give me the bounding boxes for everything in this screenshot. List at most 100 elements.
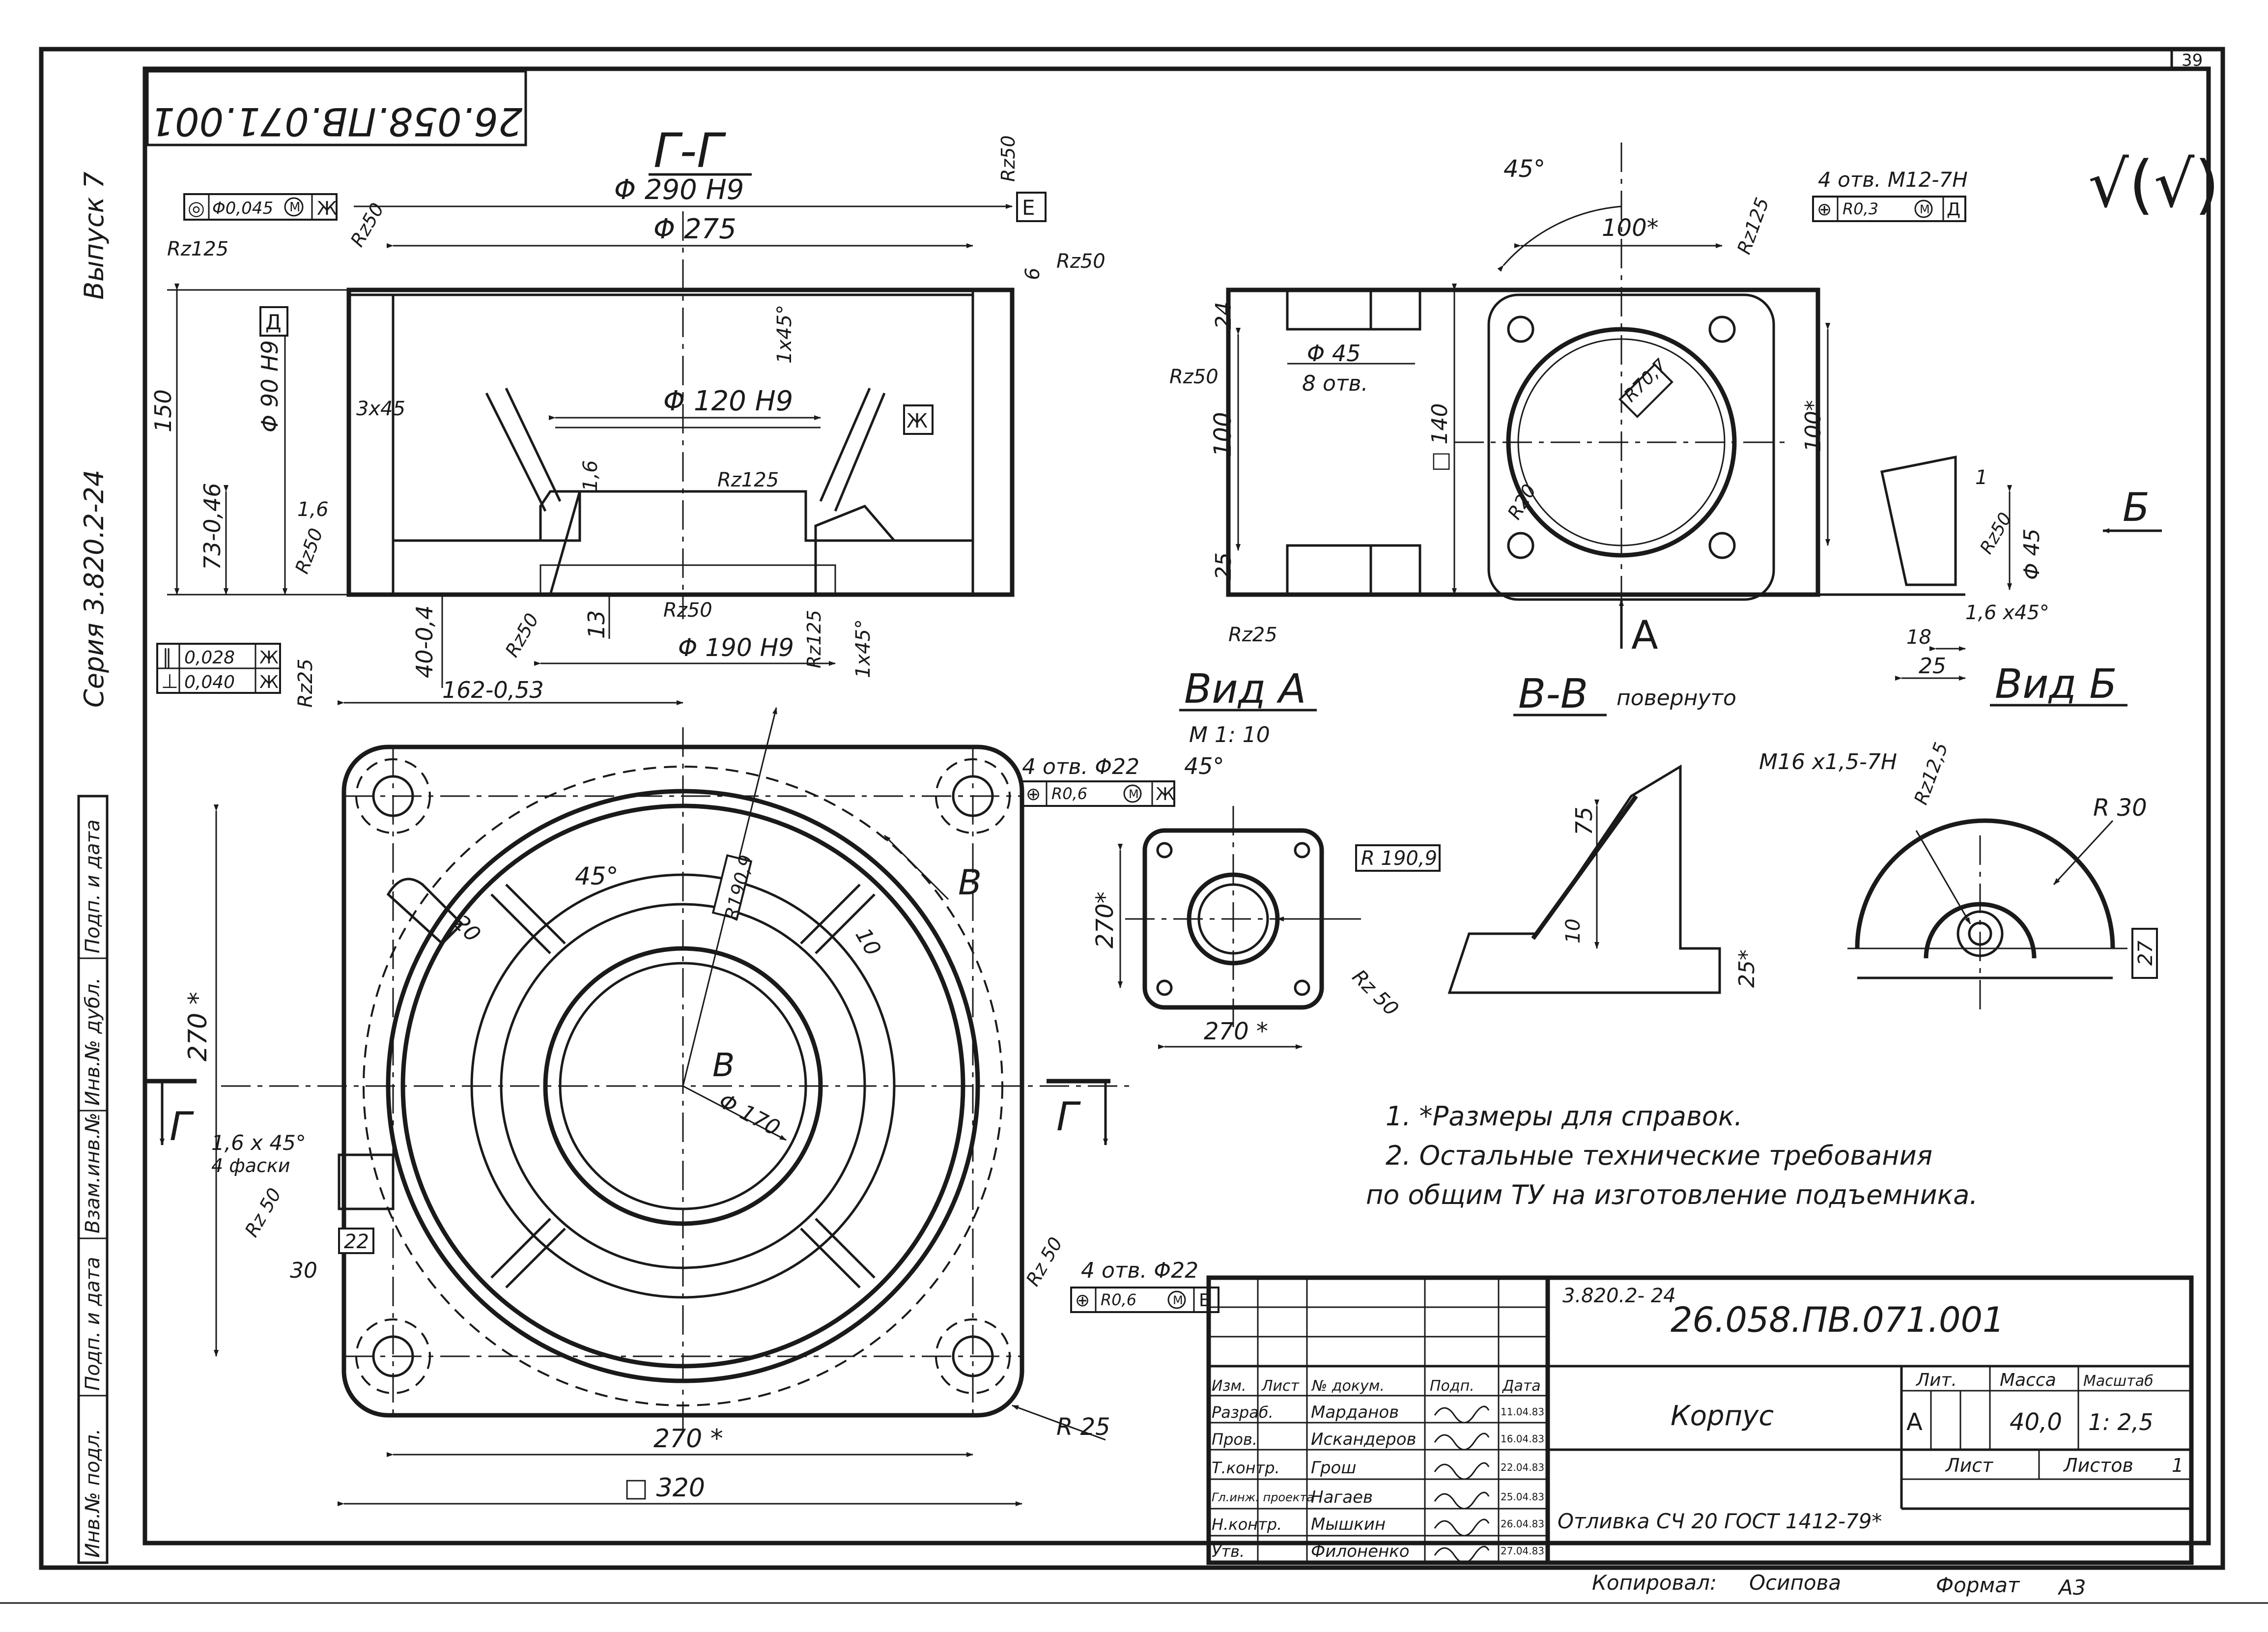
plan-view: R190,9 Φ 170 45° 20 10 В В Г Г 270 * 270… [145, 707, 1219, 1506]
gg-dim73: 73-0,46 [199, 483, 226, 570]
gg-d190: Φ 190 H9 [678, 633, 794, 662]
plan-tol-m: M [1173, 1293, 1183, 1307]
plan-r25: R 25 [1056, 1413, 1110, 1441]
gg-rz125b: Rz125 [717, 469, 779, 491]
tb-date-5: 26.04.83 [1501, 1518, 1544, 1530]
gg-chamfer-3x45: 3x45 [356, 398, 405, 420]
margin-field-1: Подп. и дата [82, 820, 104, 953]
boss-detail: М16 x1,5-7Н Rz12,5 R 30 27 [1759, 740, 2158, 1012]
title-block: 3.820.2- 24 26.058.ПВ.071.001 Корпус Отл… [1206, 1275, 2194, 1600]
rib-dim10: 10 [1562, 918, 1585, 944]
bb-dim100a: 100* [1602, 214, 1659, 242]
gg-dim162: 162-0,53 [442, 677, 544, 703]
tb-scale-label: Масштаб [2083, 1373, 2154, 1390]
plan-angle: 45° [575, 862, 619, 890]
tb-name-4: Нагаев [1311, 1488, 1373, 1507]
roughness-mark: √(√) [2088, 147, 2219, 222]
rib-detail: 75 10 25* [1447, 764, 1759, 994]
plan-tol-value: R0,6 [1101, 1290, 1136, 1309]
boss-dim27: 27 [2134, 941, 2157, 966]
bb-tol-m: M [1920, 202, 1930, 216]
tb-name-3: Грош [1311, 1458, 1356, 1478]
bb-dim140: □ 140 [1427, 403, 1452, 472]
gg-datum-e: Е [1022, 196, 1035, 220]
tb-format-label: Формат [1936, 1573, 2020, 1597]
plan-dim22: 22 [344, 1231, 369, 1253]
tb-header-sign: Подп. [1430, 1377, 1474, 1395]
note-1: 1. *Размеры для справок. [1386, 1101, 1743, 1132]
left-margin: Серия 3.820.2-24 Выпуск 7 Подп. и дата И… [77, 172, 110, 1564]
gg-chamfer-1x45b: 1x45° [852, 619, 875, 678]
page-number: 39 [2182, 51, 2203, 70]
gg-tol-base-1: Ж [259, 648, 279, 668]
margin-field-3: Взам.инв.№ [82, 1113, 104, 1233]
note-3: по общим ТУ на изготовление подъемника. [1366, 1179, 1978, 1210]
note-2: 2. Остальные технические требования [1386, 1140, 1932, 1171]
bb-angle: 45° [1503, 155, 1545, 183]
tb-role-4: Гл.инж. проекта [1212, 1490, 1314, 1504]
gg-rz125c: Rz125 [803, 610, 825, 668]
gg-dim40: 40-0,4 [411, 605, 438, 678]
gg-rz50c: Rz50 [291, 525, 327, 576]
tb-name-6: Филоненко [1311, 1542, 1410, 1561]
gg-rz50d: Rz50 [663, 599, 712, 622]
view-a-title: Вид А [1184, 666, 1306, 713]
view-b-dim18: 18 [1906, 626, 1931, 649]
top-designation-box: 26.058.ПВ.071.001 [146, 70, 527, 146]
tb-sheets: 1 [2172, 1455, 2183, 1476]
gg-r16a: 1,6 [297, 498, 329, 521]
bb-dim25: 25 [1211, 552, 1236, 580]
rib-dim75: 75 [1571, 806, 1597, 835]
tb-header-izm: Изм. [1212, 1377, 1247, 1395]
gg-rz25: Rz25 [294, 659, 317, 708]
tb-role-5: Н.контр. [1212, 1515, 1282, 1534]
bb-rz125: Rz125 [1733, 195, 1773, 257]
tb-mass: 40,0 [2010, 1408, 2062, 1436]
view-a-dim270h: 270 * [1204, 1018, 1268, 1045]
gg-perp-symbol: ⊥ [161, 670, 178, 693]
series-label: Серия 3.820.2-24 [79, 470, 110, 708]
gg-datum-d: Д [265, 310, 282, 334]
bb-d45: Φ 45 [1307, 340, 1361, 367]
gg-tol-value: Φ0,045 [212, 199, 273, 218]
bb-subtitle: повернуто [1616, 686, 1736, 711]
tb-role-3: Т.контр. [1212, 1459, 1280, 1477]
gg-tol-base: Ж [317, 198, 337, 219]
gg-dim150: 150 [150, 389, 176, 432]
tb-sheets-label: Листов [2063, 1455, 2133, 1476]
rib-dim25: 25* [1734, 949, 1759, 988]
gg-tol-m: M [289, 200, 300, 215]
bb-tol-value: R0,3 [1843, 200, 1878, 218]
plan-tol-symbol: ⊕ [1075, 1290, 1090, 1311]
notes: 1. *Размеры для справок. 2. Остальные те… [1366, 1101, 1978, 1210]
tb-lit: А [1906, 1408, 1923, 1436]
sheet-frame [0, 47, 2268, 1604]
view-a: Вид А М 1: 10 4 отв. Φ22 ⊕ R0,6 M Ж 45° … [1021, 666, 1441, 1049]
boss-r30: R 30 [2093, 794, 2147, 822]
view-a-r190: R 190,9 [1361, 847, 1437, 870]
view-b-arrow: Б [2123, 485, 2150, 530]
gg-par-value: 0,028 [184, 648, 235, 668]
tb-format: А3 [2057, 1575, 2086, 1600]
view-a-tol-base: Ж [1156, 784, 1175, 804]
tb-mass-label: Масса [2000, 1370, 2056, 1390]
bb-holes8: 8 отв. [1302, 371, 1368, 396]
view-a-tol-symbol: ⊕ [1026, 784, 1041, 804]
tb-scale: 1: 2,5 [2088, 1409, 2154, 1435]
view-a-tol-m: M [1129, 787, 1139, 801]
gg-d120: Φ 120 H9 [663, 385, 793, 417]
view-a-scale: М 1: 10 [1189, 722, 1270, 747]
margin-field-5: Инв.№ подл. [82, 1429, 104, 1558]
tb-date-3: 22.04.83 [1501, 1461, 1544, 1473]
gg-perp-value: 0,040 [184, 672, 235, 692]
view-b-dim25: 25 [1919, 654, 1946, 679]
view-a-dim270v: 270* [1091, 891, 1119, 948]
bb-tol-symbol: ⊕ [1817, 200, 1832, 220]
plan-holes: 4 отв. Φ22 [1081, 1258, 1198, 1283]
plan-rz50a: Rz 50 [241, 1184, 286, 1240]
view-a-holes: 4 отв. Φ22 [1022, 754, 1139, 779]
section-gg: Г-Г Φ 290 H9 Φ 275 Φ 12 [150, 123, 1106, 708]
tb-name-2: Искандеров [1311, 1430, 1417, 1449]
plan-rz50b: Rz 50 [1022, 1233, 1067, 1289]
